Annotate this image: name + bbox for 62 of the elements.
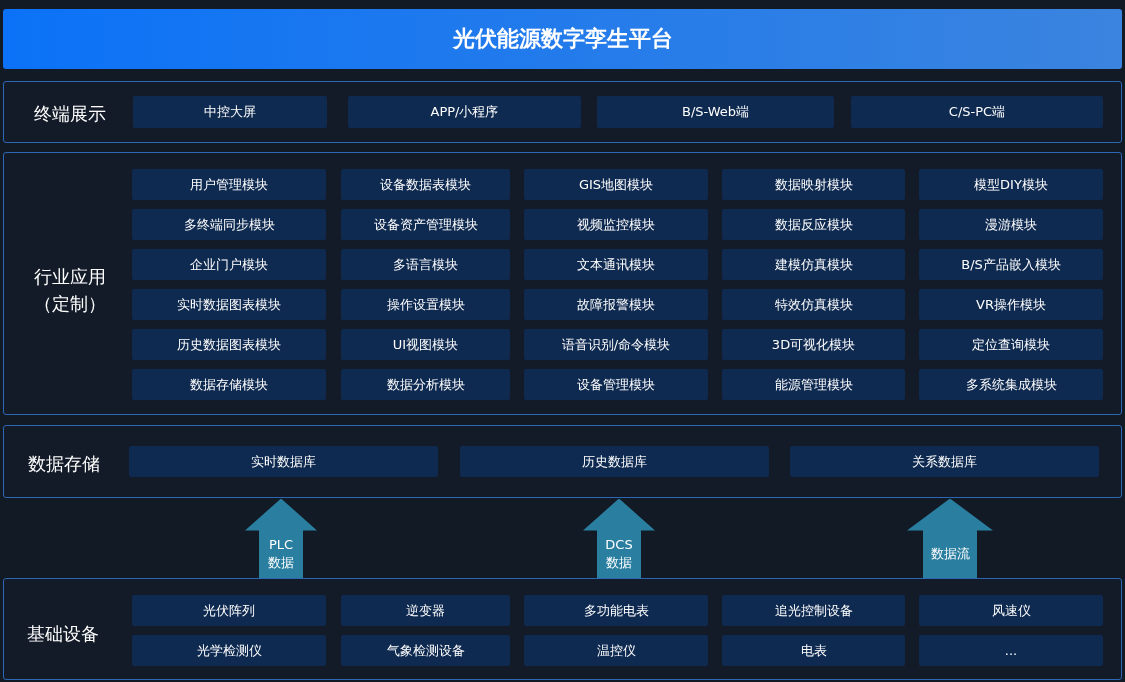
module-tile: 3D可视化模块	[722, 329, 905, 360]
layer-heading: 数据存储	[27, 451, 101, 476]
terminal-tile: C/S-PC端	[851, 96, 1103, 128]
module-tile: 漫游模块	[919, 209, 1103, 240]
device-tile: 风速仪	[919, 595, 1103, 626]
database-tile: 关系数据库	[790, 446, 1099, 477]
device-tile: 逆变器	[341, 595, 510, 626]
module-tile: UI视图模块	[341, 329, 510, 360]
module-tile: 能源管理模块	[722, 369, 905, 400]
module-tile: 数据分析模块	[341, 369, 510, 400]
module-tile: 设备数据表模块	[341, 169, 510, 200]
module-tile: 历史数据图表模块	[132, 329, 326, 360]
module-tile: 视频监控模块	[524, 209, 708, 240]
terminal-tile: 中控大屏	[133, 96, 327, 128]
layer-panel	[3, 152, 1122, 415]
device-tile: 气象检测设备	[341, 635, 510, 666]
module-tile: 数据存储模块	[132, 369, 326, 400]
device-tile: ...	[919, 635, 1103, 666]
layer-panel	[3, 578, 1122, 680]
module-tile: 模型DIY模块	[919, 169, 1103, 200]
module-tile: GIS地图模块	[524, 169, 708, 200]
device-tile: 光伏阵列	[132, 595, 326, 626]
module-tile: 定位查询模块	[919, 329, 1103, 360]
module-tile: 用户管理模块	[132, 169, 326, 200]
database-tile: 历史数据库	[460, 446, 769, 477]
block-arrow	[907, 498, 993, 578]
module-tile: 文本通讯模块	[524, 249, 708, 280]
module-tile: 多系统集成模块	[919, 369, 1103, 400]
terminal-tile: APP/小程序	[348, 96, 581, 128]
module-tile: 企业门户模块	[132, 249, 326, 280]
module-tile: 操作设置模块	[341, 289, 510, 320]
module-tile: 语音识别/命令模块	[524, 329, 708, 360]
module-tile: 特效仿真模块	[722, 289, 905, 320]
device-tile: 光学检测仪	[132, 635, 326, 666]
block-arrow	[245, 498, 317, 578]
module-tile: 数据反应模块	[722, 209, 905, 240]
edge-label: PLC 数据	[267, 536, 295, 572]
layer-heading: 行业应用（定制）	[33, 265, 107, 316]
title-banner: 光伏能源数字孪生平台	[3, 9, 1122, 69]
layer-panel	[3, 81, 1122, 143]
device-tile: 多功能电表	[524, 595, 708, 626]
module-tile: 设备资产管理模块	[341, 209, 510, 240]
terminal-tile: B/S-Web端	[597, 96, 834, 128]
edge-label: 数据流	[929, 545, 971, 563]
edge-label: DCS 数据	[604, 536, 634, 572]
module-tile: 设备管理模块	[524, 369, 708, 400]
module-tile: 多终端同步模块	[132, 209, 326, 240]
device-tile: 电表	[722, 635, 905, 666]
module-tile: B/S产品嵌入模块	[919, 249, 1103, 280]
module-tile: VR操作模块	[919, 289, 1103, 320]
layer-heading: 终端展示	[33, 101, 107, 126]
module-tile: 实时数据图表模块	[132, 289, 326, 320]
module-tile: 数据映射模块	[722, 169, 905, 200]
database-tile: 实时数据库	[129, 446, 438, 477]
block-arrow	[583, 498, 655, 578]
module-tile: 多语言模块	[341, 249, 510, 280]
layer-heading: 基础设备	[26, 621, 100, 646]
device-tile: 追光控制设备	[722, 595, 905, 626]
layer-panel	[3, 425, 1122, 498]
module-tile: 建模仿真模块	[722, 249, 905, 280]
device-tile: 温控仪	[524, 635, 708, 666]
module-tile: 故障报警模块	[524, 289, 708, 320]
